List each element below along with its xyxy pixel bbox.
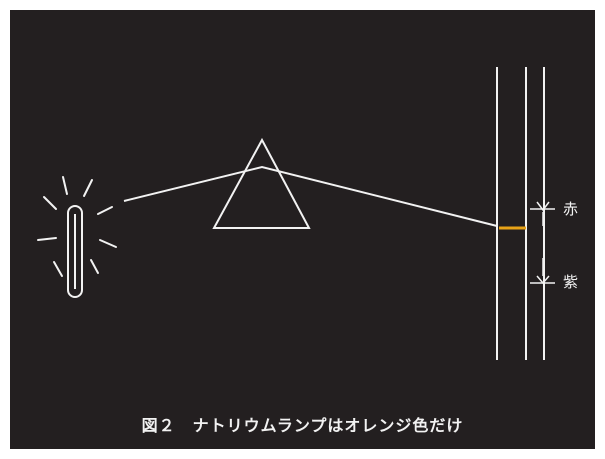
lamp-tube [67,205,83,298]
glow-ray [97,206,113,215]
spectrum-screen [496,67,545,360]
glow-ray [62,176,68,195]
glow-ray [83,179,93,197]
glow-ray [90,259,99,274]
glow-ray [53,261,63,277]
light-beam [123,165,498,227]
spectrum-range-markers [530,201,555,285]
sodium-lamp-icon [67,205,83,298]
glow-ray [43,196,57,210]
prism [212,137,311,229]
glow-rays [37,176,117,277]
glow-ray [99,239,117,248]
glow-ray [37,237,57,241]
red-end-arrow [536,201,550,212]
label-red: 赤 [563,200,579,218]
figure-caption: 図２ ナトリウムランプはオレンジ色だけ [141,416,464,435]
label-violet: 紫 [563,273,579,291]
